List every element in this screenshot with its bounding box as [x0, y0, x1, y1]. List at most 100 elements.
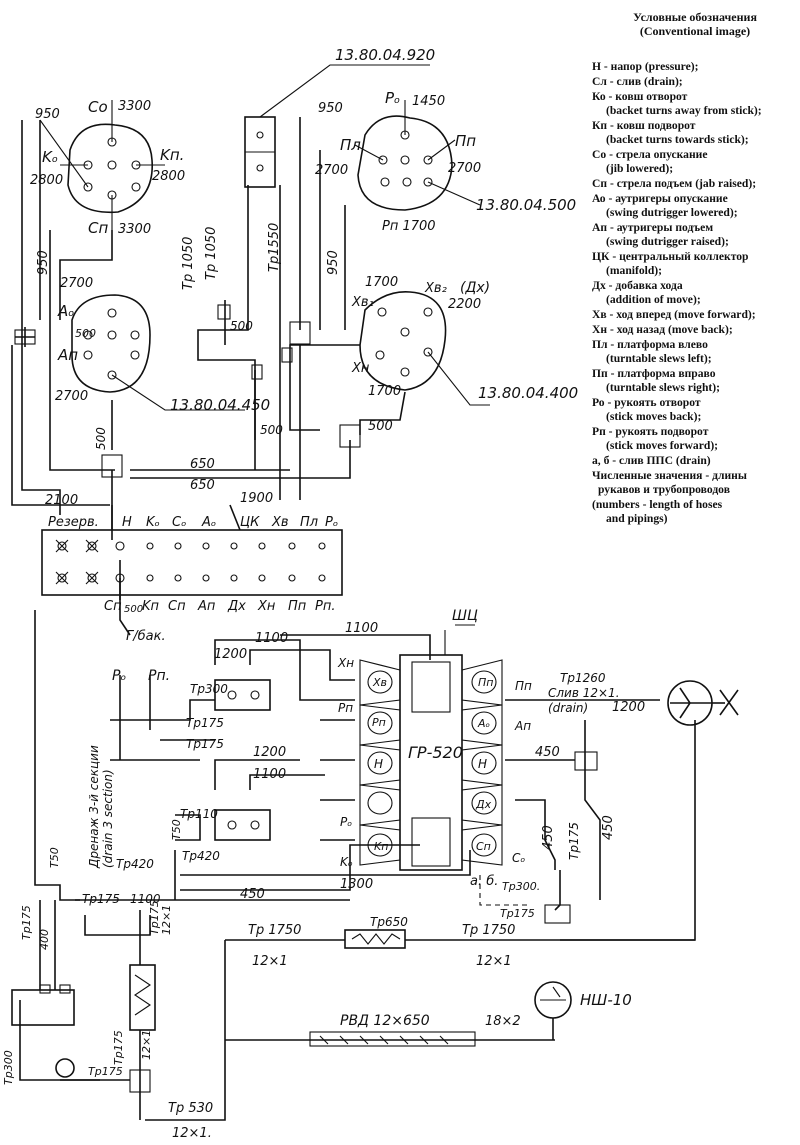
diagram-label: Tp 1750 [248, 923, 301, 938]
legend-item-text: Хв - ход вперед (move forward); [592, 308, 756, 321]
diagram-label: 2800 [152, 169, 185, 184]
legend-title-en: (Conventional image) [639, 24, 751, 38]
legend-item-text: рукавов и трубопроводов [598, 483, 730, 496]
legend-item-text: Рп - рукоять подворот [592, 425, 709, 438]
legend-item: Ро - рукоять отворот(stick moves back); [592, 396, 798, 424]
diagram-label: 500 [260, 423, 283, 437]
legend-item-text: and pipings) [606, 512, 668, 525]
diagram-label: Cп [476, 840, 491, 853]
legend-item-text: Хн - ход назад (move back); [592, 323, 733, 336]
legend-item-text: Ко - ковш отворот [592, 90, 688, 103]
legend-item-text: Пп - платформа вправо [592, 367, 716, 380]
diagram-label: Pₒ [325, 515, 338, 530]
diagram-label: 1100 [253, 767, 286, 782]
legend-item: Дх - добавка хода(addition of move); [592, 279, 798, 307]
legend-item-text: Ап - аутригеры подъем [592, 221, 714, 234]
diagram-label: 950 [35, 107, 60, 122]
diagram-label: Пл [340, 136, 361, 154]
diagram-label: 2700 [60, 276, 93, 291]
legend-item-text: Ао - аутригеры опускание [592, 192, 728, 205]
diagram-label: Xв₂ [424, 281, 447, 296]
diagram-label: Tp175 [500, 907, 535, 920]
legend-item: Со - стрела опускание(jib lowered); [592, 148, 798, 176]
diagram-label: 12×1 [252, 954, 288, 969]
diagram-label: 500 [368, 419, 393, 434]
upper-piping [11, 117, 406, 600]
diagram-label: 2800 [30, 173, 63, 188]
bottom-piping [11, 610, 695, 1121]
legend-item: Пл - платформа влево(turntable slews lef… [592, 338, 798, 366]
lower-piping [75, 624, 739, 941]
legend-item: Хн - ход назад (move back); [592, 323, 798, 337]
diagram-label: 2100 [45, 493, 78, 508]
legend-panel: Условные обозначения (Conventional image… [592, 10, 798, 527]
diagram-label: Tp 1050 [181, 237, 196, 290]
diagram-label: 12×1 [160, 905, 173, 935]
legend-item-text: Сл - слив (drain); [592, 75, 683, 88]
diagram-label: Cп [104, 599, 122, 614]
diagram-label: 950 [326, 250, 341, 275]
legend-item-text: (backet turns towards stick); [606, 133, 749, 146]
diagram-label: Пп [478, 676, 493, 689]
diagram-label: Xв₁ [351, 295, 374, 310]
legend-list: Н - напор (pressure); Сл - слив (drain);… [592, 60, 798, 526]
legend-item: Сл - слив (drain); [592, 75, 798, 89]
diagram-label: 650 [190, 478, 215, 493]
diagram-label: 500 [124, 604, 143, 615]
diagram-label: Pп. [315, 599, 335, 614]
diagram-label: Xв [271, 515, 289, 530]
legend-item-text: ЦК - центральный коллектор [592, 250, 749, 263]
manifold-block [41, 529, 343, 636]
diagram-label: Co [88, 98, 108, 116]
diagram-label: 1700 [368, 384, 401, 399]
legend-item-text: Со - стрела опускание [592, 148, 708, 161]
legend-item: Ап - аутригеры подъем(swing dutrigger ra… [592, 221, 798, 249]
diagram-label: Tp 530 [168, 1101, 213, 1116]
legend-item: Сп - стрела подъем (jab raised); [592, 177, 798, 191]
diagram-label: Xв [372, 676, 387, 689]
diagram-label: a. б. [470, 874, 498, 889]
diagram-label: T50 [48, 847, 61, 868]
diagram-label: Tp175 [20, 905, 33, 940]
diagram-label: ШЦ [452, 608, 478, 624]
diagram-label: 1200 [214, 647, 247, 662]
diagram-label: Резерв. [48, 515, 99, 530]
diagram-label: 2700 [315, 163, 348, 178]
diagram-label: 1700 [365, 275, 398, 290]
legend-item-text: Н - напор (pressure); [592, 60, 699, 73]
diagram-label: 3300 [118, 99, 151, 114]
legend-item: Ко - ковш отворот(backet turns away from… [592, 90, 798, 118]
legend-item-text: (jib lowered); [606, 162, 674, 175]
legend-item-text: (numbers - length of hoses [592, 498, 723, 511]
diagram-label: Kп. [160, 146, 184, 164]
diagram-label: Kₒ [146, 515, 160, 530]
diagram-label: Tp420 [116, 857, 154, 871]
legend-item-text: (turntable slews right); [606, 381, 720, 394]
diagram-label: 2700 [448, 161, 481, 176]
diagram-label: 950 [36, 250, 51, 275]
legend-item: ЦК - центральный коллектор(manifold); [592, 250, 798, 278]
legend-item-text: а, б - слив ППС (drain) [592, 454, 711, 467]
diagram-label: Kₒ [340, 855, 353, 869]
diagram-label: 500 [230, 319, 253, 333]
diagram-label: 500 [75, 327, 96, 340]
diagram-label: 450 [601, 815, 616, 840]
legend-item-text: (stick moves back); [606, 410, 702, 423]
legend-item-text: Дх - добавка хода [592, 279, 683, 292]
diagram-label: 1200 [253, 745, 286, 760]
gr520-label: ГР-520 [408, 743, 463, 762]
ref-920-label: 13.80.04.920 [335, 46, 435, 64]
ref-450-label: 13.80.04.450 [170, 396, 270, 414]
legend-item-text: (swing dutrigger raised); [606, 235, 729, 248]
diagram-label: Tp300. [502, 880, 540, 893]
diagram-label: 3300 [118, 222, 151, 237]
diagram-label: Aₒ [57, 302, 74, 320]
diagram-label: Aп [514, 719, 531, 733]
diagram-label: 450 [541, 825, 556, 850]
diagram-label: Pп 1700 [382, 219, 436, 234]
diagram-label: Tp175 [82, 892, 120, 906]
diagram-label: 1100 [345, 621, 378, 636]
legend-item-text: (turntable slews left); [606, 352, 712, 365]
